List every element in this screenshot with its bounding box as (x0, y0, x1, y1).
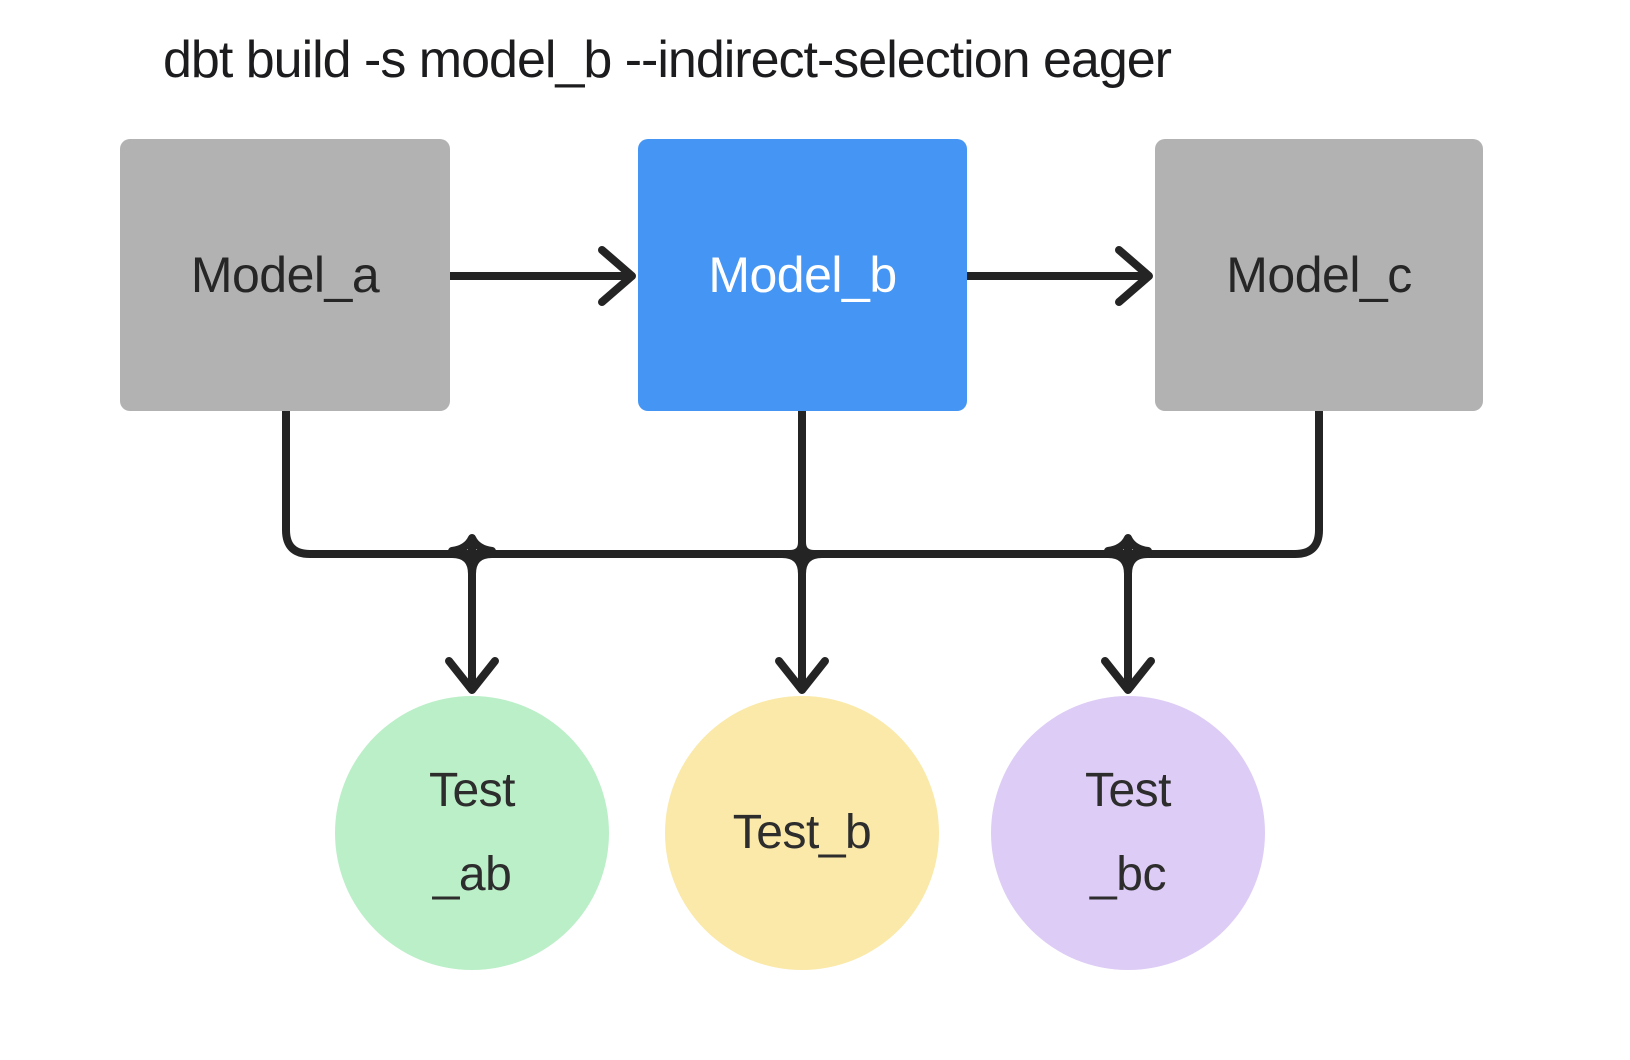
node-test-bc-label-line1: Test (1084, 764, 1172, 817)
arrow-down-icon (775, 657, 829, 694)
node-test-b: Test_b (665, 696, 939, 970)
edge-junction-to-test-bc (1101, 534, 1155, 694)
diagram-title: dbt build -s model_b --indirect-selectio… (163, 31, 1172, 89)
arrow-down-icon (445, 657, 499, 694)
node-test-ab: Test _ab (335, 696, 609, 970)
edge-model-b-to-test-b (775, 407, 829, 694)
node-test-ab-label-line2: _ab (432, 848, 512, 901)
node-test-bc-label-line2: _bc (1090, 848, 1166, 901)
node-model-b: Model_b (638, 139, 967, 411)
edge-junction-to-test-ab (445, 534, 499, 694)
arrow-right-icon (1115, 246, 1153, 306)
node-model-b-label: Model_b (708, 247, 897, 303)
node-test-bc: Test _bc (991, 696, 1265, 970)
node-test-b-label-line1: Test_b (732, 806, 872, 859)
node-model-c-label: Model_c (1226, 247, 1412, 303)
node-model-a-label: Model_a (190, 247, 380, 303)
node-model-a: Model_a (120, 139, 450, 411)
arrow-right-icon (598, 246, 636, 306)
node-test-ab-label-line1: Test (428, 764, 516, 817)
node-model-c: Model_c (1155, 139, 1483, 411)
edge-model-b-to-model-c (963, 246, 1153, 306)
edge-model-a-to-model-b (446, 246, 636, 306)
arrow-down-icon (1101, 657, 1155, 694)
